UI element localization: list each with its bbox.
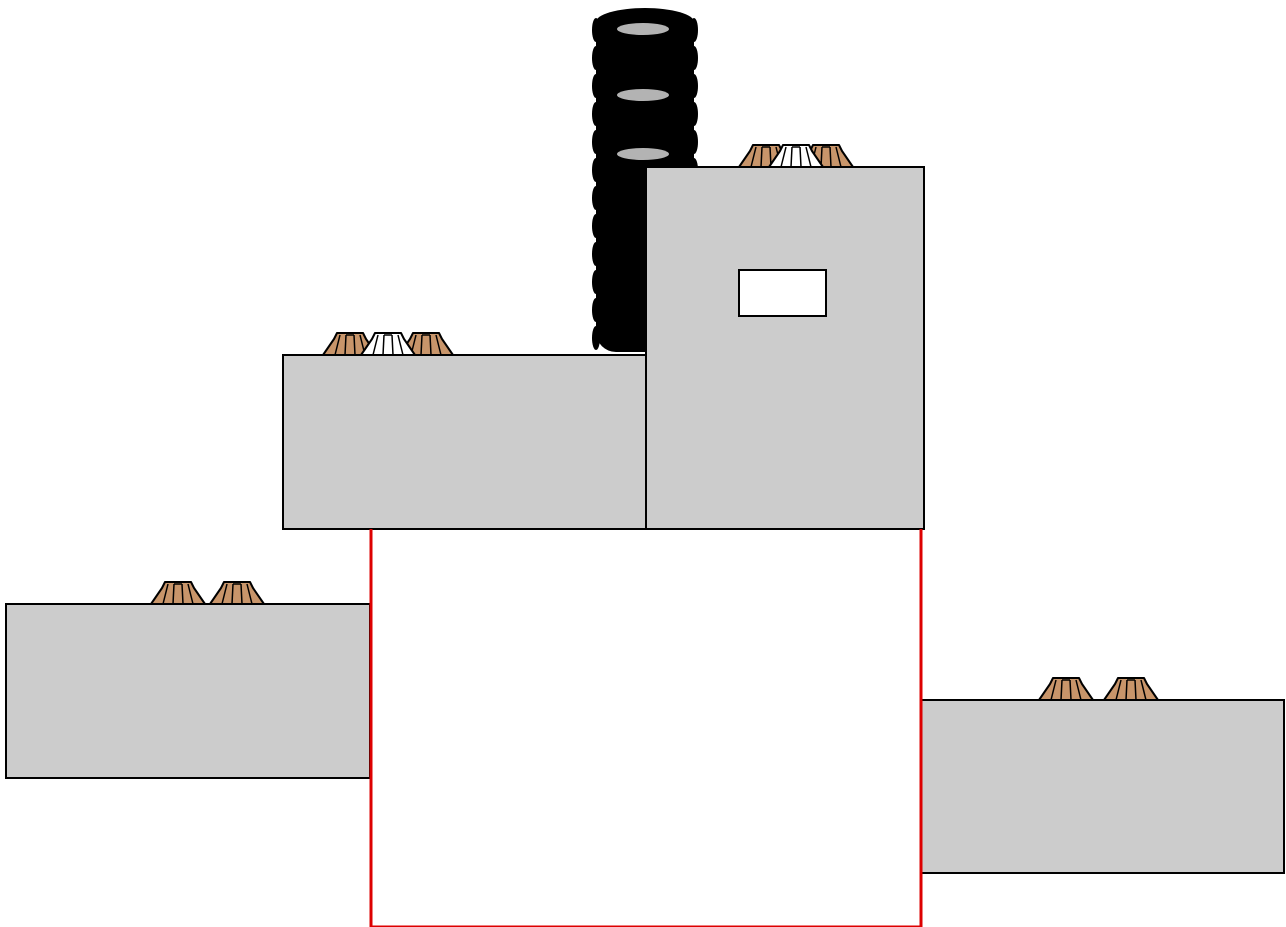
stack-ridge [690,130,698,154]
stack-ridge [592,298,600,322]
brown-bushing [1039,678,1093,700]
stack-ridge [592,214,600,238]
stack-ridge [592,46,600,70]
bushing-group-lower-right [1039,678,1158,700]
upper-left-block [283,355,648,529]
stack-ridge [592,74,600,98]
white-bushing [361,333,415,355]
upper-right-block [646,167,924,529]
stack-ridge [690,74,698,98]
red-conductor-loop [371,529,921,927]
stack-ridge [592,158,600,182]
stack-ridge [690,18,698,42]
stack-ridge [592,186,600,210]
brown-bushing [1104,678,1158,700]
bushing-group-upper-right [739,145,853,167]
brown-bushing [210,582,264,604]
stack-ridge [690,46,698,70]
stack-ridge [690,102,698,126]
brown-bushing [151,582,205,604]
stack-ridge [592,242,600,266]
lower-right-block [921,700,1284,873]
stack-ridge [592,102,600,126]
stack-ridge [592,130,600,154]
bushing-group-upper-left [323,333,453,355]
stack-ridge [592,270,600,294]
lower-left-block [6,604,370,778]
stack-ridge [592,326,600,350]
stack-ridge [592,18,600,42]
bushing-group-lower-left [151,582,264,604]
nameplate [739,270,826,316]
